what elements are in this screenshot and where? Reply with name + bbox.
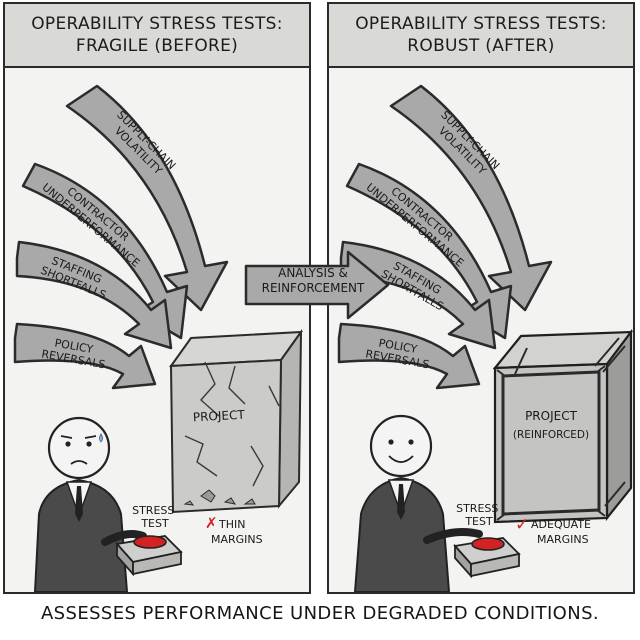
- person-head-left: [47, 416, 111, 480]
- panel-title-line2-left: FRAGILE (BEFORE): [75, 36, 239, 56]
- panel-robust-after: OPERABILITY STRESS TESTS: ROBUST (AFTER)…: [327, 2, 635, 594]
- robust-scene-illustration: SUPPLY-CHAIN VOLATILITY CONTRACTOR UNDER…: [337, 84, 633, 592]
- project-block-cracked: PROJECT: [168, 328, 304, 514]
- stress-test-button-right: [453, 537, 521, 579]
- x-mark-icon: ✗: [205, 514, 218, 532]
- fragile-scene-illustration: SUPPLY-CHAIN VOLATILITY CONTRACTOR UNDER…: [13, 84, 304, 592]
- project-block-label-right-line2: (REINFORCED): [513, 429, 589, 441]
- project-block-label-right-line1: PROJECT: [525, 409, 578, 423]
- check-mark-icon: ✓: [515, 515, 529, 535]
- svg-text:ADEQUATE MARGINS: ADEQUATE MARGINS: [531, 518, 595, 546]
- stressor-arrow-policy-right: POLICY REVERSALS: [337, 322, 481, 390]
- transition-label: ANALYSIS & REINFORCEMENT: [248, 266, 378, 296]
- svg-text:POLICY REVERSALS: POLICY REVERSALS: [364, 335, 432, 372]
- person-confident: [353, 414, 483, 592]
- panel-header-right: OPERABILITY STRESS TESTS: ROBUST (AFTER): [329, 4, 633, 68]
- person-head-right: [369, 414, 433, 478]
- person-worried: [33, 416, 147, 592]
- transition-label-line1: ANALYSIS &: [278, 266, 348, 280]
- stress-test-label-left: STRESS TEST: [132, 504, 178, 530]
- svg-text:THIN MARGINS: THIN MARGINS: [211, 518, 263, 546]
- project-block-label-left: PROJECT: [193, 408, 246, 425]
- panel-title-line1-right: OPERABILITY STRESS TESTS:: [355, 14, 607, 34]
- stress-test-button-left: [115, 535, 183, 577]
- panel-title-line2-right: ROBUST (AFTER): [407, 36, 555, 56]
- caption: ASSESSES PERFORMANCE UNDER DEGRADED COND…: [40, 603, 600, 624]
- transition-label-line2: REINFORCEMENT: [261, 281, 365, 295]
- project-block-reinforced: PROJECT (REINFORCED): [492, 328, 633, 524]
- adequate-margins-status: ✓ ADEQUATE MARGINS: [515, 515, 595, 546]
- stress-test-label-right: STRESS TEST: [456, 502, 502, 528]
- transition-arrow: [244, 250, 390, 320]
- panel-header-left: OPERABILITY STRESS TESTS: FRAGILE (BEFOR…: [5, 4, 309, 68]
- panel-title-line1-left: OPERABILITY STRESS TESTS:: [31, 14, 283, 34]
- thin-margins-status: ✗ THIN MARGINS: [205, 514, 263, 546]
